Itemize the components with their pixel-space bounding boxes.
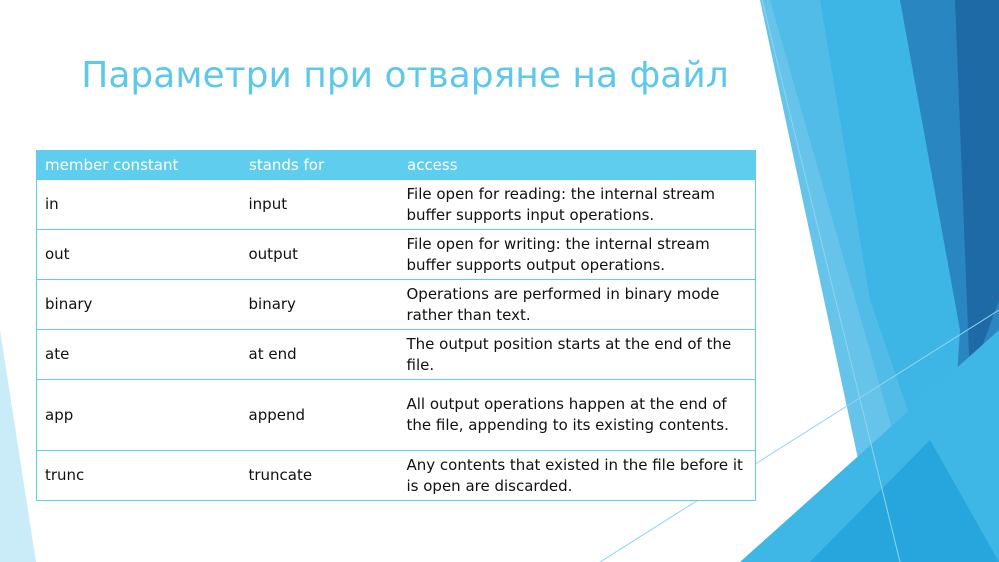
- table-header-row: member constant stands for access: [36, 150, 756, 180]
- cell-access: Operations are performed in binary mode …: [398, 279, 756, 330]
- header-stands-for: stands for: [240, 150, 399, 180]
- cell-constant: ate: [36, 329, 241, 380]
- cell-constant: binary: [36, 279, 241, 330]
- table-row: trunc truncate Any contents that existed…: [36, 450, 756, 501]
- table-row: binary binary Operations are performed i…: [36, 279, 756, 330]
- cell-access: The output position starts at the end of…: [398, 329, 756, 380]
- cell-stands-for: truncate: [240, 450, 399, 501]
- table-row: ate at end The output position starts at…: [36, 329, 756, 380]
- cell-stands-for: input: [240, 179, 399, 230]
- cell-constant: out: [36, 229, 241, 280]
- decor-line-1: [761, 0, 901, 562]
- cell-stands-for: output: [240, 229, 399, 280]
- cell-access: Any contents that existed in the file be…: [398, 450, 756, 501]
- parameters-table: member constant stands for access in inp…: [36, 150, 756, 501]
- header-member-constant: member constant: [36, 150, 241, 180]
- right-darker-shape: [955, 0, 999, 380]
- cell-stands-for: at end: [240, 329, 399, 380]
- table-row: app append All output operations happen …: [36, 379, 756, 451]
- table-row: in input File open for reading: the inte…: [36, 179, 756, 230]
- slide-title: Параметри при отваряне на файл: [81, 55, 729, 96]
- cell-stands-for: binary: [240, 279, 399, 330]
- cell-stands-for: append: [240, 379, 399, 451]
- cell-access: File open for reading: the internal stre…: [398, 179, 756, 230]
- cell-access: File open for writing: the internal stre…: [398, 229, 756, 280]
- cell-constant: app: [36, 379, 241, 451]
- cell-access: All output operations happen at the end …: [398, 379, 756, 451]
- bottom-light-triangle: [810, 440, 999, 562]
- header-access: access: [398, 150, 756, 180]
- left-accent-shape: [0, 330, 36, 562]
- decor-line-2: [599, 309, 999, 562]
- cell-constant: trunc: [36, 450, 241, 501]
- table-row: out output File open for writing: the in…: [36, 229, 756, 280]
- cell-constant: in: [36, 179, 241, 230]
